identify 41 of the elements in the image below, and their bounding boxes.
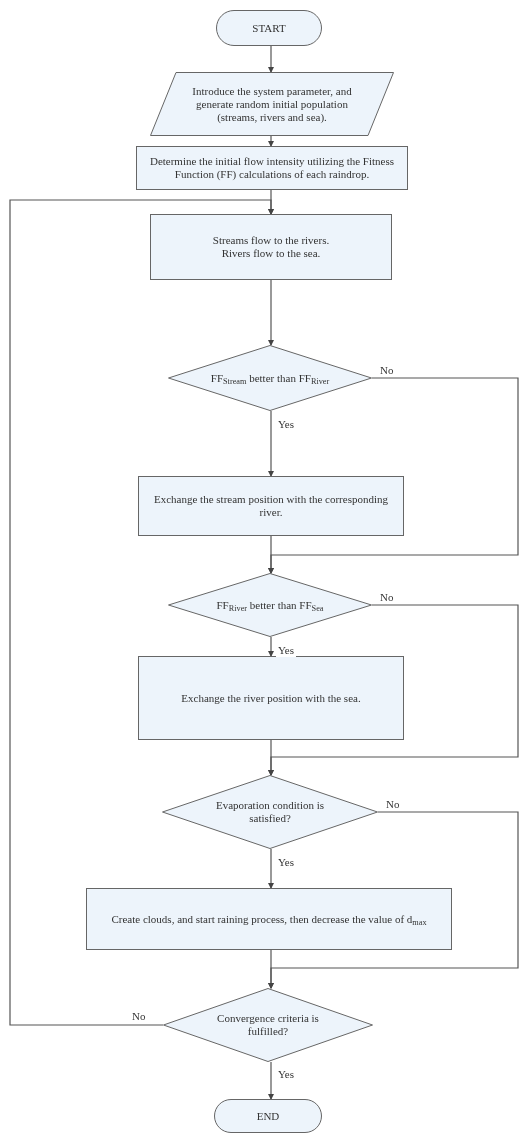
node-text: Exchange the stream position with the corresponding river. (153, 493, 389, 519)
node-text: FF$_{Stream}$ better than FF$_{River}$ (210, 371, 330, 385)
node-text: FF$_{River}$ better than FF$_{Sea}$ (216, 598, 324, 612)
node-text: Introduce the system parameter, and generate random initial population (streams, rivers and sea). (191, 84, 353, 124)
node-text: START (252, 21, 286, 35)
arrow (9, 199, 274, 1026)
decision-diamond (163, 988, 373, 1062)
node-text: Evaporation condition is satisfied? (214, 799, 326, 825)
edge-label: Yes (276, 418, 296, 431)
arrow (268, 848, 274, 889)
input-parallelogram (150, 72, 394, 136)
process-box (138, 656, 404, 740)
process-box (136, 146, 408, 190)
process-box (86, 888, 452, 950)
decision-diamond (168, 573, 372, 637)
process-box (138, 476, 404, 536)
edge-label: No (378, 591, 396, 604)
node-text: END (256, 1109, 280, 1123)
edge-label: Yes (276, 644, 296, 657)
edge-label: No (130, 1010, 148, 1023)
decision-diamond (162, 775, 378, 849)
arrow (268, 1061, 274, 1100)
process-box (150, 214, 392, 280)
node-text: Create clouds, and start raining process, then decrease the value of d$_{max}$ (111, 912, 427, 926)
arrow (268, 279, 274, 346)
arrow (268, 135, 274, 147)
edge-label: Yes (276, 856, 296, 869)
arrow (268, 45, 274, 73)
arrow (268, 535, 274, 574)
arrow (268, 636, 274, 657)
edge-label: Yes (276, 1068, 296, 1081)
arrow (268, 739, 274, 776)
node-text: Streams flow to the rivers. Rivers flow to the sea. (211, 234, 331, 260)
edge-label: No (378, 364, 396, 377)
decision-diamond (168, 345, 372, 411)
node-text: Determine the initial flow intensity utilizing the Fitness Function (FF) calculations of each raindrop. (149, 155, 395, 181)
edge-label: No (384, 798, 402, 811)
arrow (268, 410, 274, 477)
node-text: Exchange the river position with the sea. (181, 691, 361, 705)
arrow (268, 949, 274, 989)
node-text: Convergence criteria is fulfilled? (216, 1012, 320, 1038)
